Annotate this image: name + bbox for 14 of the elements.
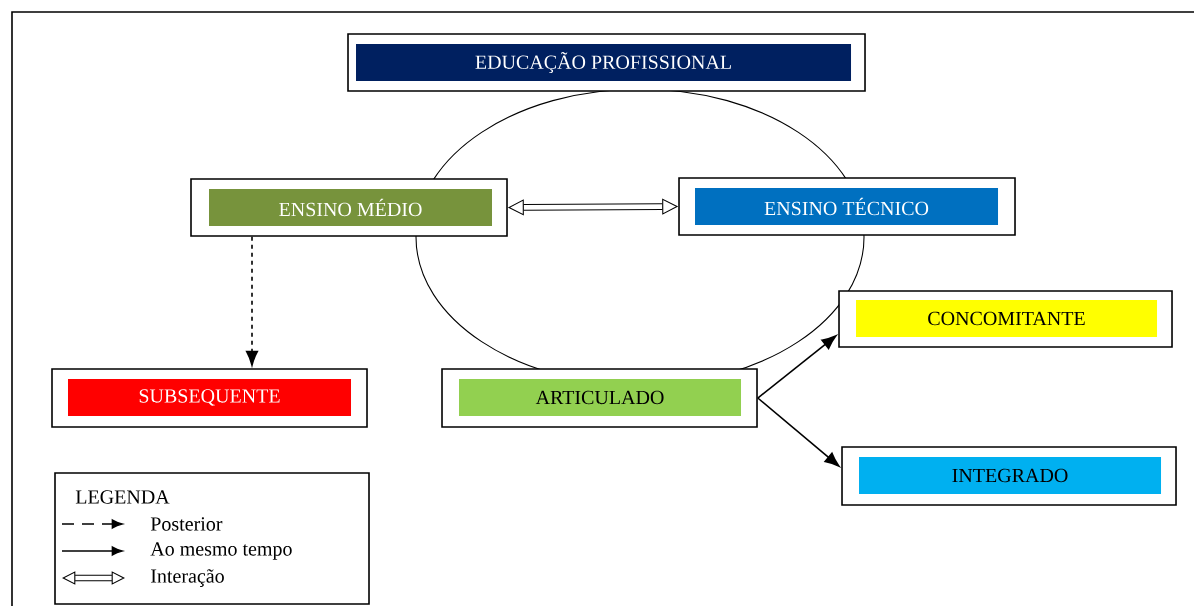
arrow	[757, 397, 840, 467]
process-box: INTEGRADO	[841, 446, 1177, 506]
process-box: ENSINO MÉDIO	[190, 178, 508, 237]
legend-text: Interação	[151, 569, 224, 587]
process-box: SUBSEQUENTE	[51, 368, 368, 428]
process-box: ARTICULADO	[441, 368, 758, 428]
arrow	[757, 335, 837, 399]
legend-title: LEGENDA	[75, 490, 170, 504]
arrow	[245, 236, 259, 366]
legend-text: Posterior	[150, 517, 223, 531]
process-box: CONCOMITANTE	[838, 290, 1173, 348]
process-box: EDUCAÇÃO PROFISSIONAL	[347, 33, 866, 92]
process-box: ENSINO TÉCNICO	[678, 177, 1016, 236]
legend-text: Ao mesmo tempo	[150, 542, 292, 560]
